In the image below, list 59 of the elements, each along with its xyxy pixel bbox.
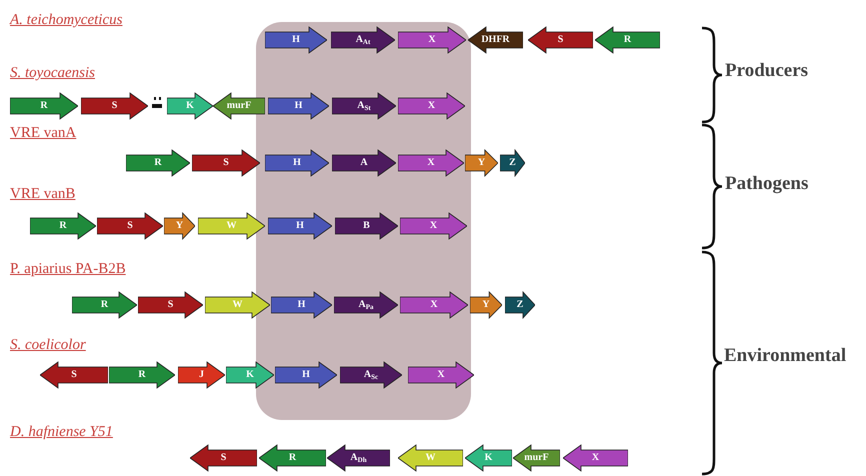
gene-symbol: X [563, 444, 628, 472]
group-label: Producers [725, 60, 808, 82]
gene-symbol: Y [470, 291, 502, 319]
gene-symbol: W [198, 212, 265, 240]
gene-symbol: A [332, 149, 396, 177]
gene-symbol: H [265, 26, 327, 54]
gene-symbol: S [40, 361, 108, 389]
gene-symbol: W [205, 291, 270, 319]
gene-symbol: S [528, 26, 593, 54]
gene-symbol: S [190, 444, 257, 472]
gene-symbol: B [335, 212, 398, 240]
gene-symbol: R [30, 212, 96, 240]
species-name: S. coelicolor [10, 337, 86, 354]
gene-symbol: Y [465, 149, 498, 177]
gene-symbol: S [192, 149, 260, 177]
gene-symbol: H [268, 92, 329, 120]
gene-symbol: R [109, 361, 175, 389]
gene-symbol: K [465, 444, 512, 472]
gene-symbol: H [265, 149, 329, 177]
gene-symbol: R [126, 149, 190, 177]
gene-symbol: Y [164, 212, 195, 240]
gene-symbol: R [595, 26, 660, 54]
gene-symbol: X [398, 26, 466, 54]
gene-symbol: A$_{St}$ [332, 92, 396, 120]
gene-symbol: X [398, 149, 464, 177]
species-name: D. hafniense Y51 [10, 424, 113, 441]
gene-symbol: K [226, 361, 274, 389]
gene-symbol: A$_{Sc}$ [340, 361, 402, 389]
gene-symbol: A$_{Dh}$ [327, 444, 390, 472]
gene-symbol: DHFR [468, 26, 523, 54]
gene-symbol: X [400, 291, 468, 319]
gene-symbol: S [97, 212, 163, 240]
gene-symbol: A$_{At}$ [331, 26, 395, 54]
gene-symbol: J [178, 361, 225, 389]
species-name: S. toyocaensis [10, 65, 95, 82]
gene-symbol: R [10, 92, 78, 120]
gene-symbol: H [268, 212, 332, 240]
gene-symbol: X [408, 361, 474, 389]
species-name: A. teichomyceticus [10, 12, 122, 29]
gene-symbol: H [271, 291, 332, 319]
gene-symbol: X [400, 212, 467, 240]
gene-symbol: X [398, 92, 465, 120]
gene-symbol: R [259, 444, 326, 472]
gene-symbol: murF [213, 92, 265, 120]
species-name: P. apiarius PA-B2B [10, 261, 126, 278]
gene-symbol: R [72, 291, 137, 319]
group-label: Pathogens [725, 173, 808, 195]
group-label: Environmental [724, 345, 846, 367]
gene-symbol: murF [513, 444, 560, 472]
gene-symbol: A$_{Pa}$ [334, 291, 398, 319]
gene-symbol: K [167, 92, 213, 120]
species-name: VRE vanA [10, 125, 76, 142]
gene-symbol: S [138, 291, 203, 319]
gene-symbol: W [398, 444, 463, 472]
gene-symbol: H [275, 361, 337, 389]
species-name: VRE vanB [10, 186, 76, 203]
gene-symbol: Z [505, 291, 535, 319]
gene-symbol: Z [500, 149, 525, 177]
gene-symbol: S [81, 92, 148, 120]
